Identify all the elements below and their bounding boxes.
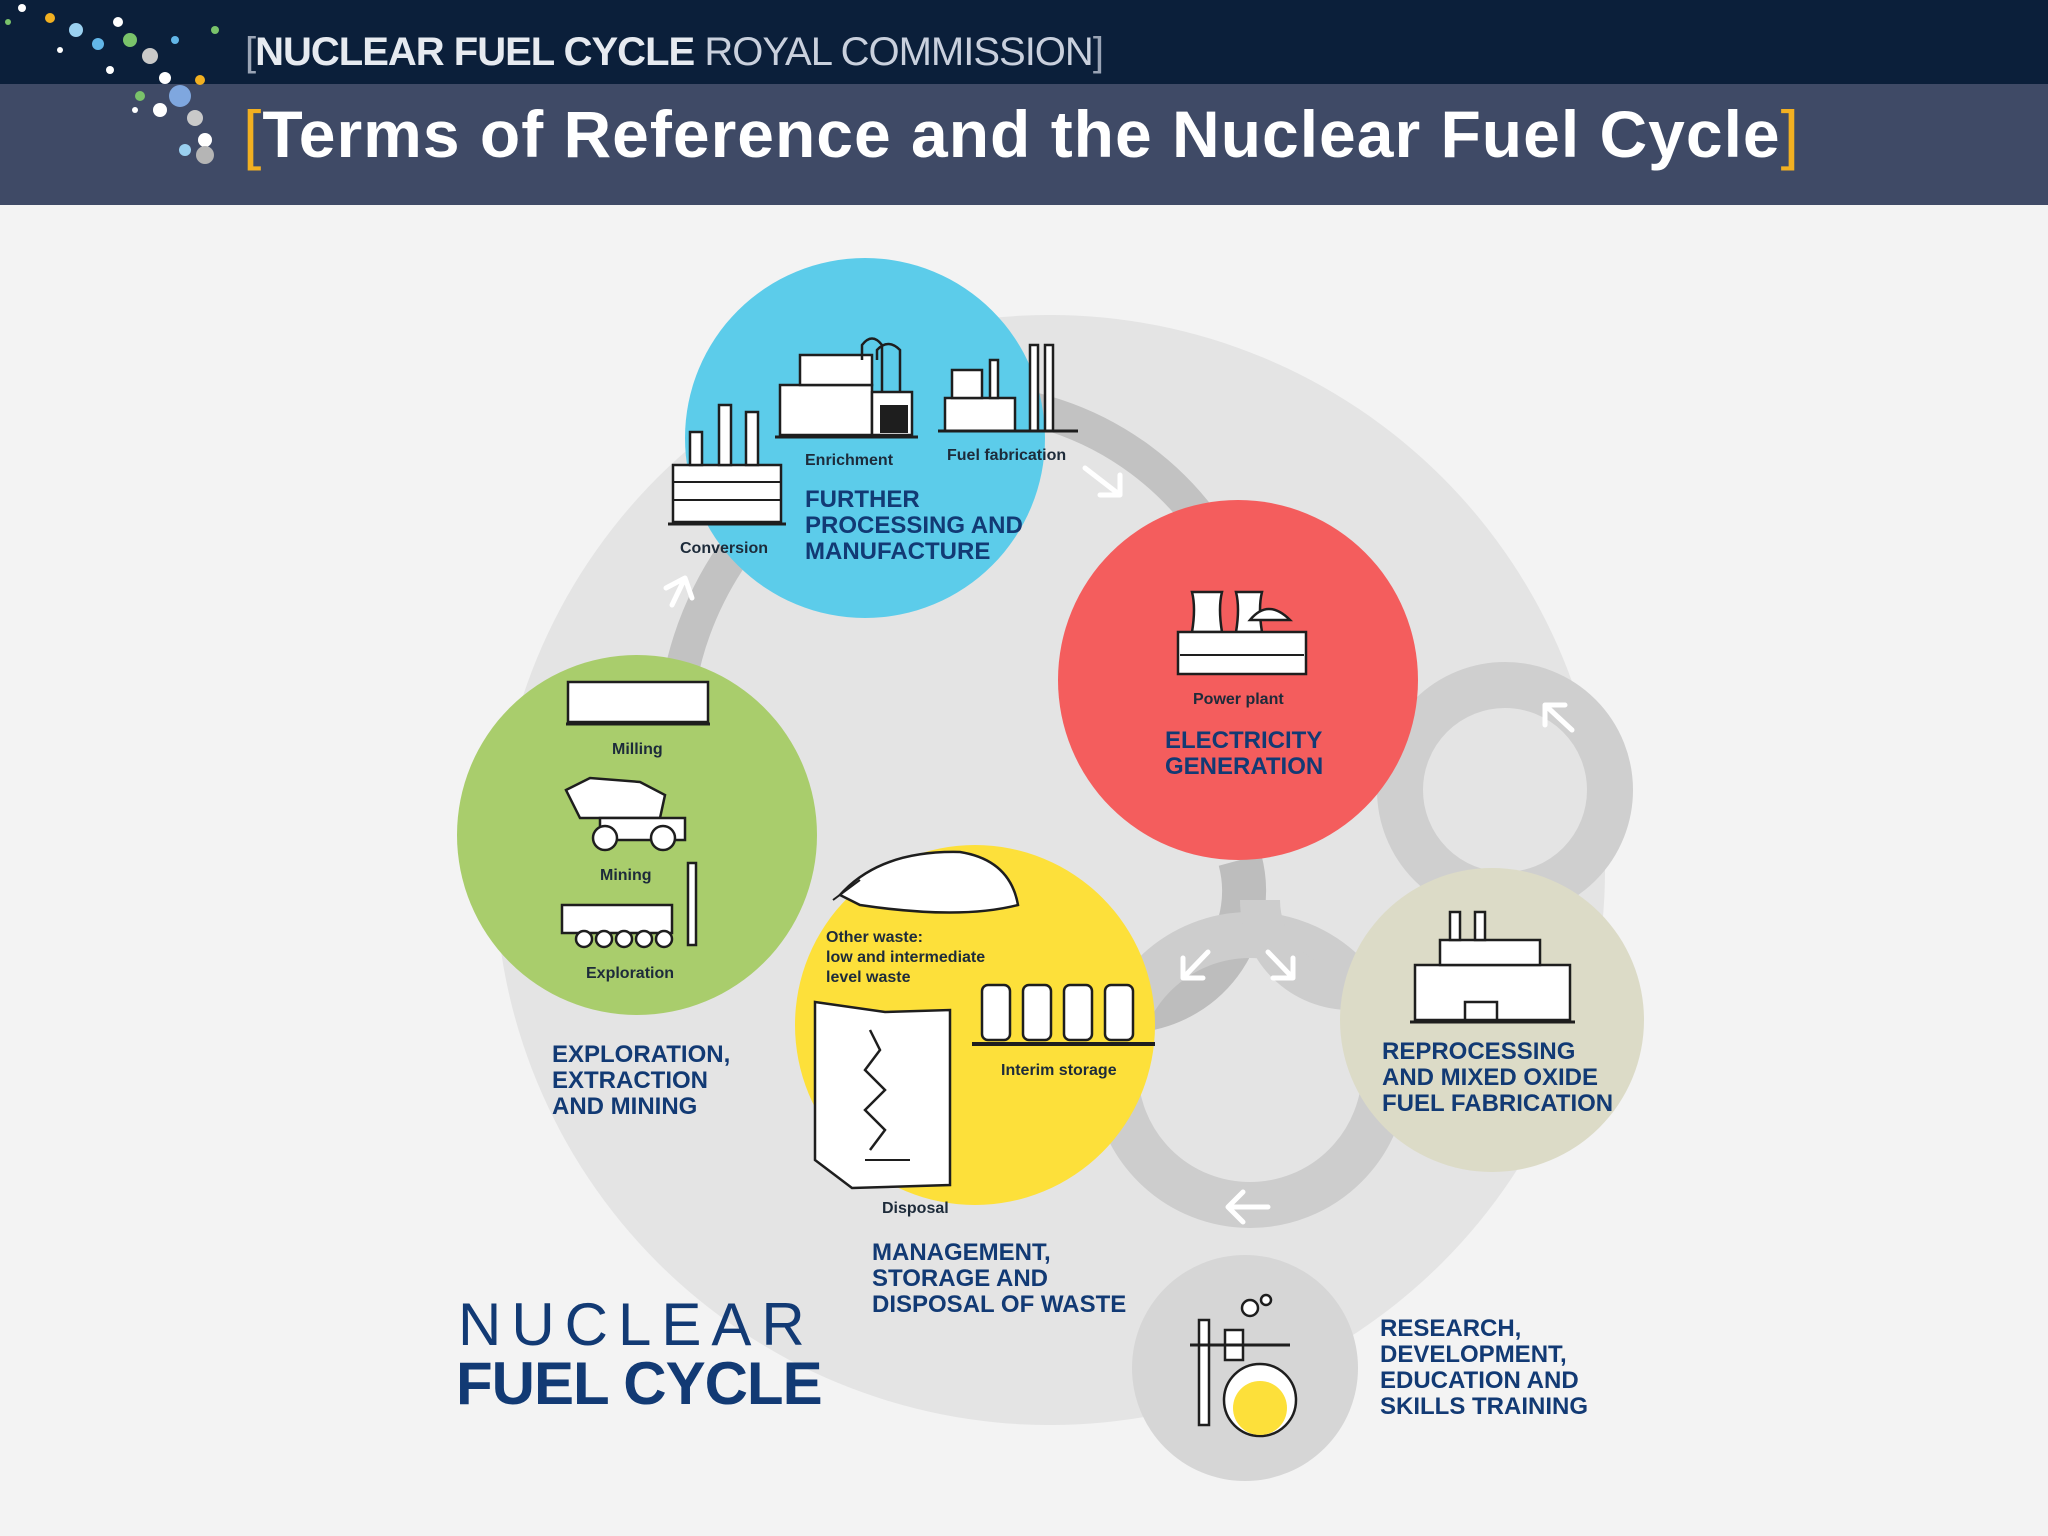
electricity-circle <box>1058 500 1418 860</box>
fuel-cycle-diagram: Enrichment Fuel fabrication Conversion F… <box>456 258 1644 1481</box>
research-heading-2: DEVELOPMENT, <box>1380 1341 1567 1368</box>
arrow-icon <box>1082 465 1123 498</box>
org-title: [NUCLEAR FUEL CYCLE ROYAL COMMISSION] <box>245 30 1104 74</box>
mining-truck-icon <box>564 776 687 852</box>
label-milling: Milling <box>612 741 663 758</box>
reprocessing-heading-3: FUEL FABRICATION <box>1382 1090 1613 1117</box>
mining-heading-1: EXPLORATION, <box>552 1041 730 1068</box>
label-conversion: Conversion <box>680 540 768 557</box>
arrow-icon <box>1180 949 1211 981</box>
research-heading-3: EDUCATION AND <box>1380 1367 1579 1394</box>
label-interim-storage: Interim storage <box>1001 1062 1117 1079</box>
interim-storage-icon <box>972 983 1155 1046</box>
power-plant-icon <box>1176 590 1308 676</box>
processing-heading-2: PROCESSING AND <box>805 512 1023 539</box>
arrow-icon <box>1265 949 1296 981</box>
waste-store-dome-icon <box>832 850 1020 914</box>
reprocessing-heading-1: REPROCESSING <box>1382 1038 1575 1065</box>
other-waste-line-3: level waste <box>826 969 911 986</box>
conversion-plant-icon <box>668 403 786 526</box>
track-link <box>1240 899 1351 1010</box>
arrow-icon <box>1225 1189 1271 1225</box>
title-band <box>0 84 2048 205</box>
other-waste-line-1: Other waste: <box>826 929 923 946</box>
waste-heading-3: DISPOSAL OF WASTE <box>872 1291 1126 1318</box>
disposal-repository-icon <box>813 1000 952 1190</box>
enrichment-plant-icon <box>775 337 918 439</box>
label-power-plant: Power plant <box>1193 691 1284 708</box>
label-exploration: Exploration <box>586 965 674 982</box>
research-heading-4: SKILLS TRAINING <box>1380 1393 1588 1420</box>
label-mining: Mining <box>600 867 652 884</box>
waste-heading-1: MANAGEMENT, <box>872 1239 1051 1266</box>
label-disposal: Disposal <box>882 1200 949 1217</box>
logo-fuel-cycle: FUEL CYCLE <box>456 1350 822 1417</box>
org-bold: NUCLEAR FUEL CYCLE <box>255 30 695 74</box>
org-light: ROYAL COMMISSION <box>704 30 1093 74</box>
mining-heading-2: EXTRACTION <box>552 1067 708 1094</box>
dot-cluster-logo <box>5 4 219 164</box>
research-heading-1: RESEARCH, <box>1380 1315 1521 1342</box>
fuel-fabrication-plant-icon <box>938 343 1078 433</box>
mill-icon <box>566 680 710 726</box>
lab-flask-icon <box>1190 1293 1298 1438</box>
reprocessing-plant-icon <box>1410 910 1575 1024</box>
arrow-icon <box>1542 702 1575 733</box>
electricity-heading-1: ELECTRICITY <box>1165 727 1322 754</box>
processing-heading-1: FURTHER <box>805 486 920 513</box>
reprocessing-heading-2: AND MIXED OXIDE <box>1382 1064 1598 1091</box>
exploration-drill-rig-icon <box>560 861 698 949</box>
logo-nuclear: NUCLEAR <box>458 1291 815 1358</box>
page-title-text: Terms of Reference and the Nuclear Fuel … <box>262 97 1781 171</box>
waste-heading-2: STORAGE AND <box>872 1265 1048 1292</box>
label-enrichment: Enrichment <box>805 452 894 469</box>
top-header-bar <box>0 0 2048 84</box>
electricity-heading-2: GENERATION <box>1165 753 1323 780</box>
other-waste-line-2: low and intermediate <box>826 949 985 966</box>
page-title: [Terms of Reference and the Nuclear Fuel… <box>243 97 1800 171</box>
processing-heading-3: MANUFACTURE <box>805 538 990 565</box>
mining-heading-3: AND MINING <box>552 1093 697 1120</box>
label-fuel-fabrication: Fuel fabrication <box>947 447 1066 464</box>
arrow-icon <box>663 575 695 608</box>
